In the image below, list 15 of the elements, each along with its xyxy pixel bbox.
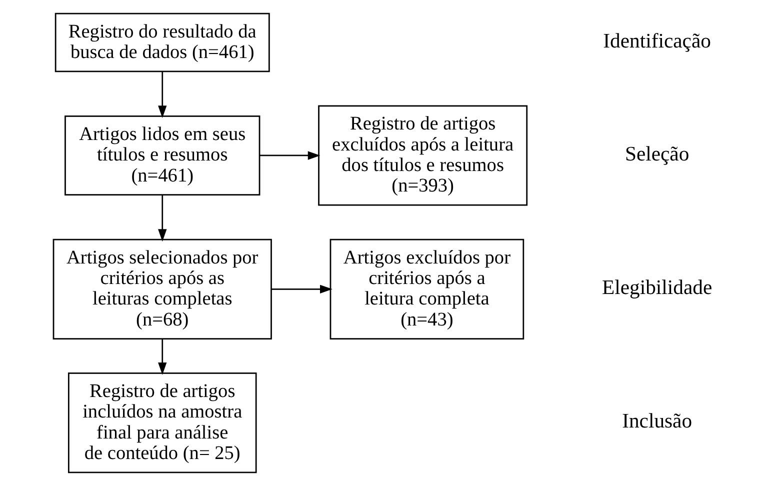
label: Inclusão bbox=[622, 410, 692, 433]
node-box: Registro de artigos incluídos na amostra final para análise de conteúdo (n= 25) bbox=[67, 372, 256, 474]
label: Seleção bbox=[624, 143, 689, 166]
node-box: Registro do resultado da busca de dados (n=461) bbox=[54, 12, 270, 72]
node-box: Artigos lidos em seus títulos e resumos (n=461) bbox=[64, 116, 260, 196]
arrow bbox=[259, 151, 320, 160]
node-box: Artigos excluídos por critérios após a leitura completa (n=43) bbox=[329, 238, 524, 340]
label: Identificação bbox=[602, 30, 710, 52]
arrow bbox=[158, 338, 166, 375]
node-box: Artigos selecionados por critérios após as leituras completas (n=68) bbox=[52, 238, 272, 340]
node-box: Registro de artigos excluídos após a leitura dos títulos e resumos (n=393) bbox=[318, 105, 528, 206]
arrow bbox=[270, 284, 332, 294]
label: Elegibilidade bbox=[602, 276, 712, 299]
arrow bbox=[158, 195, 166, 242]
arrow bbox=[158, 72, 166, 118]
